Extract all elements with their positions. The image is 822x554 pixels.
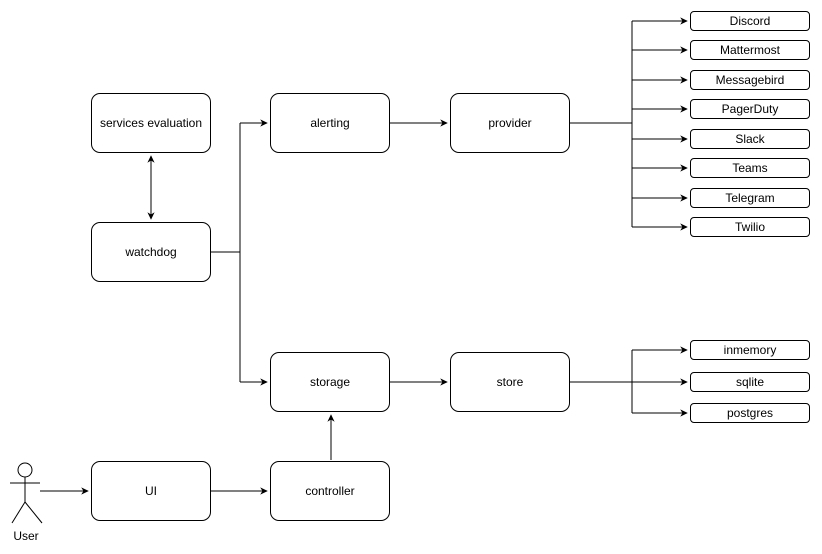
node-provider: provider xyxy=(450,93,570,153)
node-controller: controller xyxy=(270,461,390,521)
node-storage: storage xyxy=(270,352,390,412)
node-alerting: alerting xyxy=(270,93,390,153)
node-store-target-sqlite: sqlite xyxy=(690,372,810,392)
node-ui: UI xyxy=(91,461,211,521)
user-actor-icon xyxy=(10,462,43,524)
node-watchdog: watchdog xyxy=(91,222,211,282)
node-services-evaluation: services evaluation xyxy=(91,93,211,153)
node-store-target-inmemory: inmemory xyxy=(690,340,810,360)
node-store: store xyxy=(450,352,570,412)
node-provider-target-twilio: Twilio xyxy=(690,217,810,237)
node-store-target-postgres: postgres xyxy=(690,403,810,423)
node-provider-target-telegram: Telegram xyxy=(690,188,810,208)
node-provider-target-mattermost: Mattermost xyxy=(690,40,810,60)
user-actor-label: User xyxy=(13,529,39,543)
node-provider-target-messagebird: Messagebird xyxy=(690,70,810,90)
node-provider-target-discord: Discord xyxy=(690,11,810,31)
node-provider-target-pagerduty: PagerDuty xyxy=(690,99,810,119)
node-provider-target-teams: Teams xyxy=(690,158,810,178)
node-provider-target-slack: Slack xyxy=(690,129,810,149)
